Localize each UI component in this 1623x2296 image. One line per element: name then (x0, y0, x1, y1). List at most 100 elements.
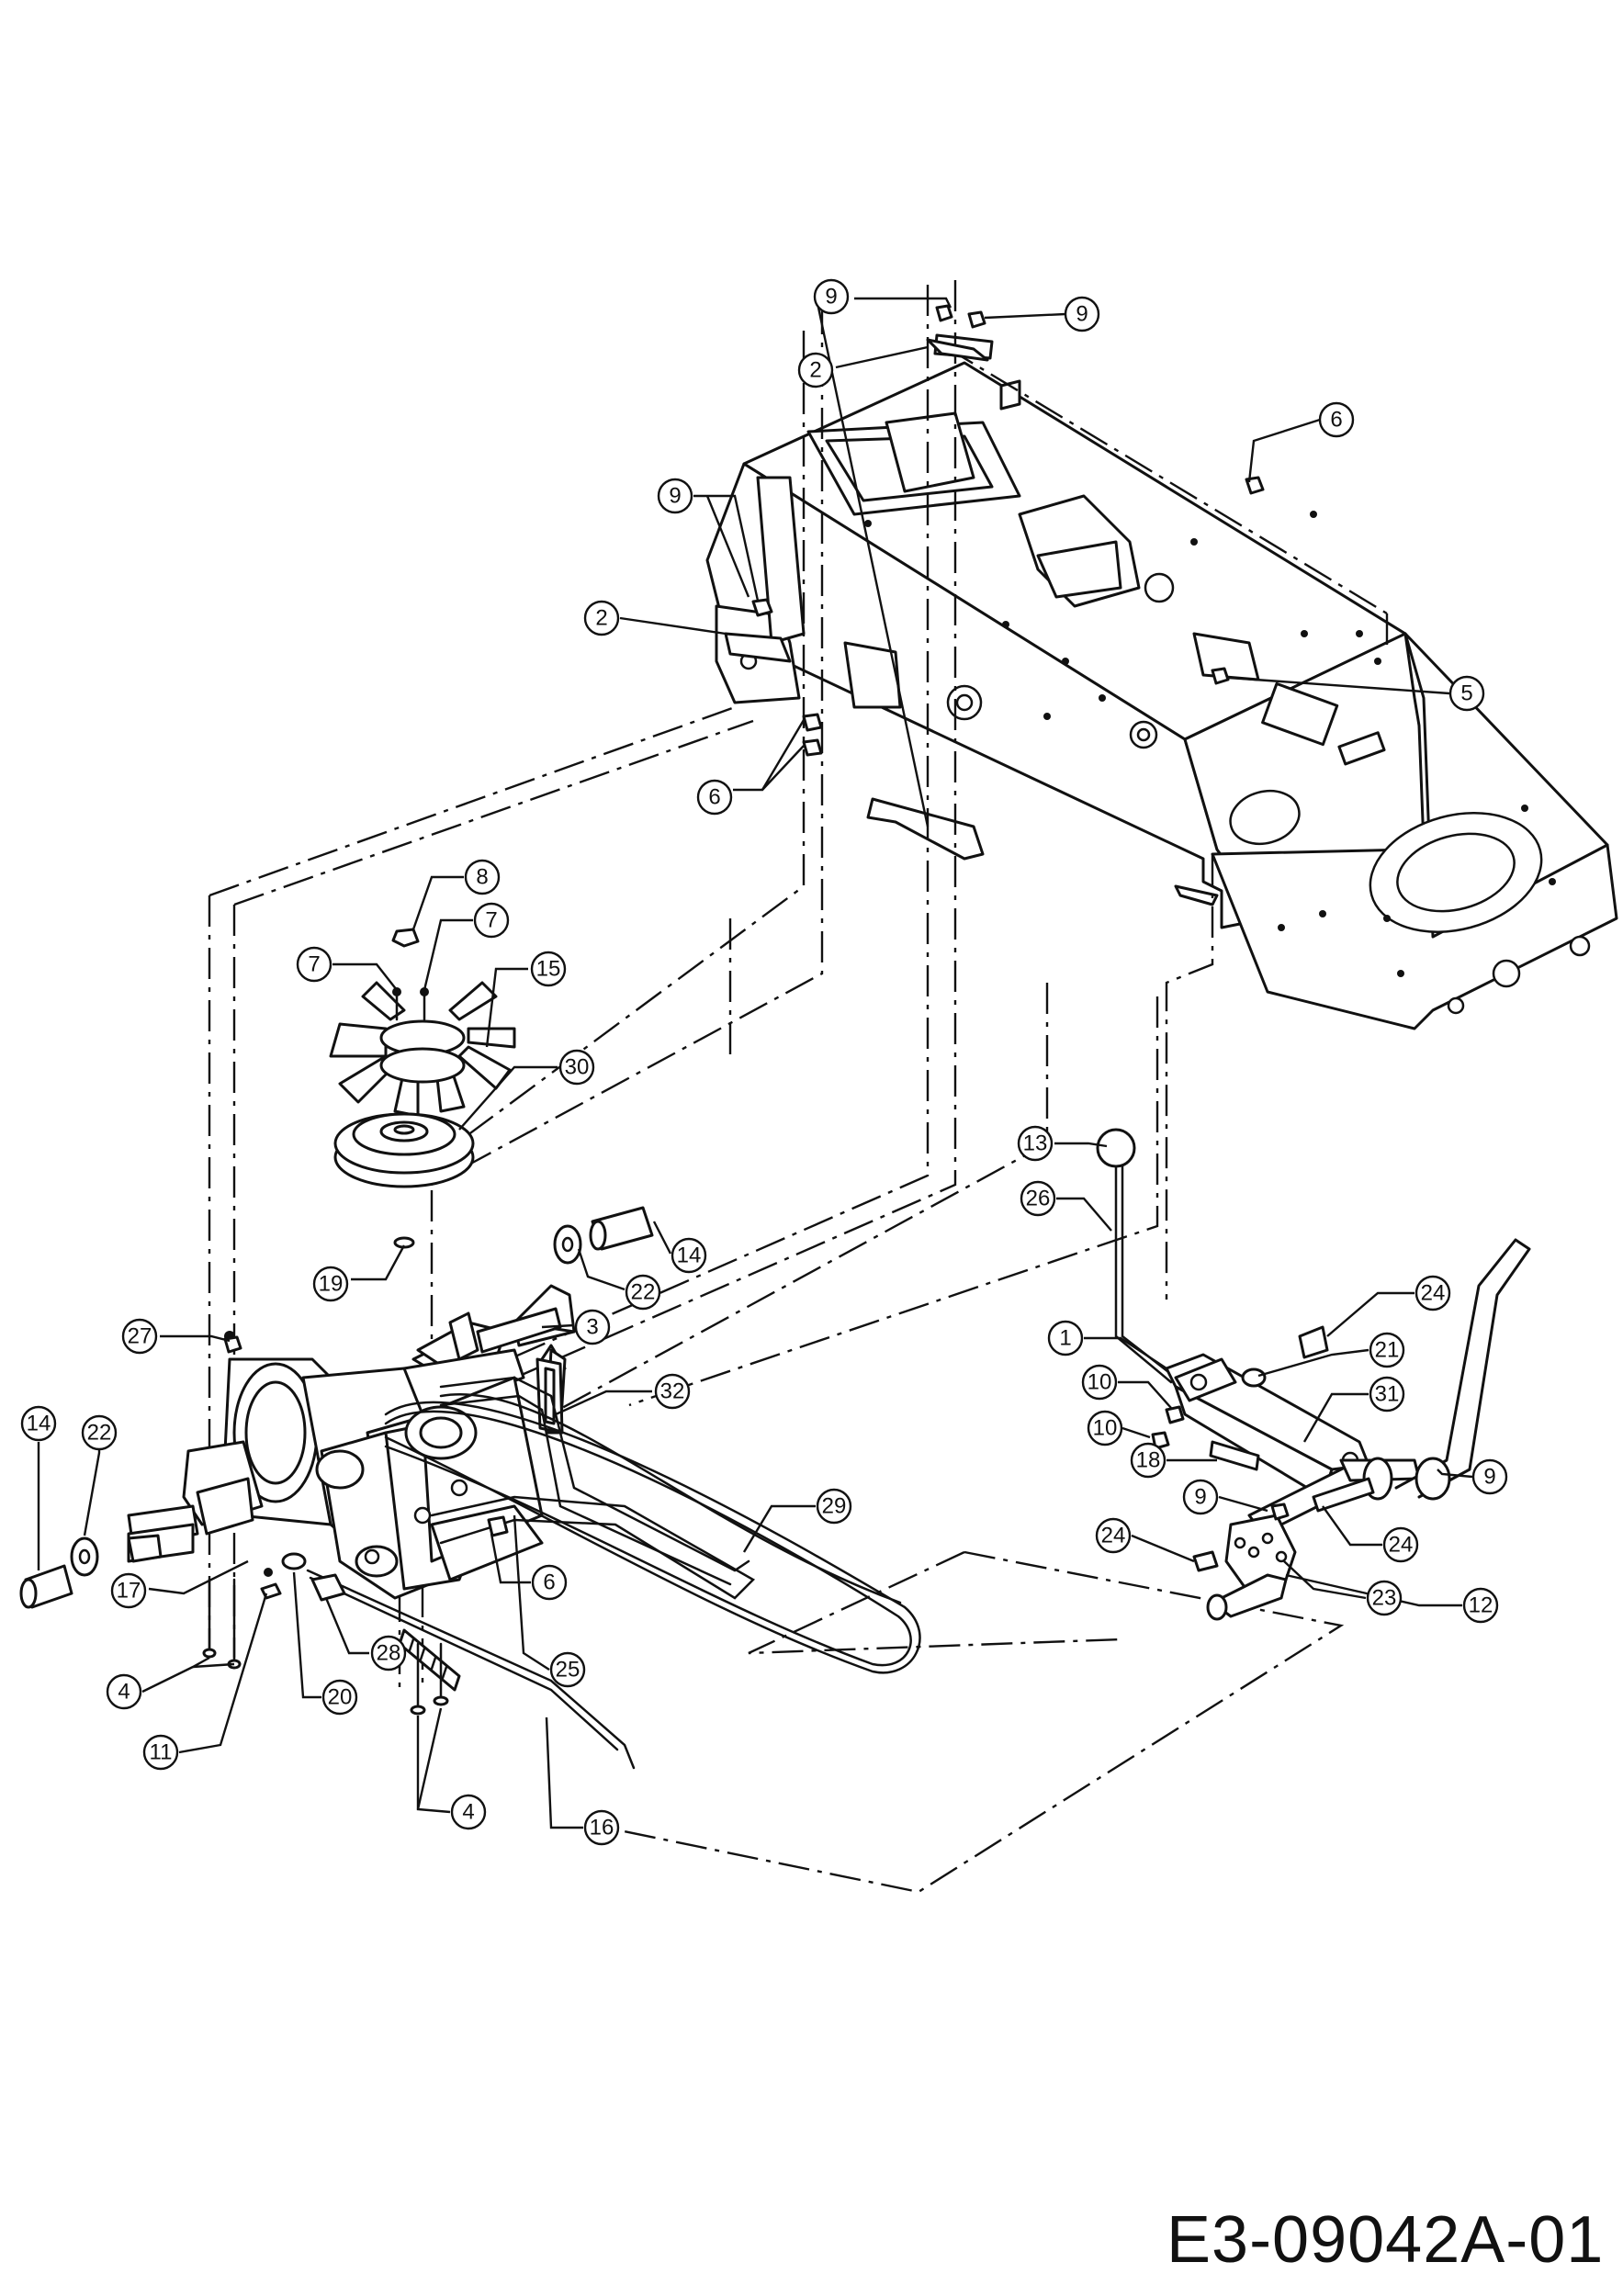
callout-label: 6 (708, 785, 720, 810)
callout-21: 21 (1369, 1332, 1405, 1368)
callout-22: 22 (625, 1274, 661, 1311)
callout-4: 4 (106, 1673, 142, 1710)
bolt-shaft (1312, 1477, 1375, 1513)
callout-label: 24 (1101, 1524, 1126, 1548)
axle-left (127, 1523, 195, 1563)
nut-6-top (1245, 476, 1265, 495)
nut-10-b (1151, 1431, 1170, 1450)
callout-label: 7 (485, 908, 497, 933)
callout-13: 13 (1017, 1125, 1054, 1162)
callout-1: 1 (1047, 1320, 1084, 1356)
lever-knob-13 (1096, 1128, 1136, 1168)
callout-label: 29 (822, 1494, 847, 1519)
nut-5 (1211, 667, 1230, 685)
bushing-14-left (19, 1564, 73, 1609)
callout-7: 7 (473, 902, 510, 939)
callout-25: 25 (549, 1651, 586, 1688)
callout-26: 26 (1020, 1180, 1056, 1217)
callout-label: 10 (1093, 1416, 1118, 1441)
callout-29: 29 (816, 1488, 852, 1525)
callout-2: 2 (797, 352, 834, 388)
callout-24: 24 (1414, 1275, 1451, 1311)
callout-label: 10 (1088, 1370, 1112, 1395)
callout-label: 30 (565, 1055, 590, 1080)
nut-10-a (1165, 1405, 1185, 1424)
nut-8 (391, 928, 420, 948)
nut-9-side (751, 598, 773, 617)
callout-24: 24 (1382, 1526, 1419, 1563)
nut-9-lower (1270, 1503, 1290, 1521)
callout-label: 26 (1026, 1187, 1051, 1211)
callout-5: 5 (1448, 675, 1485, 712)
callout-label: 32 (660, 1379, 685, 1404)
nut-6-lower-b (802, 738, 823, 757)
callout-label: 9 (1194, 1485, 1206, 1510)
shaft-12 (1206, 1573, 1288, 1621)
callout-12: 12 (1462, 1587, 1499, 1624)
callout-label: 24 (1389, 1533, 1414, 1558)
callout-9: 9 (1064, 296, 1100, 332)
transaxle (127, 1284, 576, 1600)
callout-18: 18 (1130, 1442, 1167, 1479)
callout-28: 28 (370, 1635, 407, 1671)
callout-label: 16 (590, 1816, 614, 1840)
brake-rod-16 (306, 1569, 636, 1770)
callout-9: 9 (813, 278, 850, 315)
callout-label: 9 (1076, 302, 1088, 327)
callout-label: 25 (556, 1658, 580, 1683)
callout-6: 6 (696, 779, 733, 816)
callout-label: 9 (669, 484, 681, 509)
callout-label: 14 (27, 1412, 51, 1436)
callout-label: 6 (1330, 408, 1342, 433)
clamp-plate-2-top (926, 338, 989, 362)
drive-belt-29 (384, 1393, 921, 1674)
callout-label: 8 (476, 865, 488, 890)
bolt-24-upper (1298, 1325, 1329, 1359)
shift-rod-upper (439, 1376, 750, 1586)
callout-label: 3 (586, 1315, 598, 1340)
callout-3: 3 (574, 1309, 611, 1345)
callout-label: 17 (117, 1579, 141, 1604)
callout-label: 1 (1059, 1326, 1071, 1351)
callout-15: 15 (530, 951, 567, 987)
chassis-frame (705, 333, 1618, 1030)
spacer-20 (281, 1552, 346, 1602)
callout-6: 6 (1318, 401, 1355, 438)
callout-17: 17 (110, 1572, 147, 1609)
nut-9-top-b (967, 310, 986, 329)
callout-19: 19 (312, 1266, 349, 1302)
callout-label: 2 (809, 358, 821, 383)
callout-11: 11 (142, 1734, 179, 1771)
callout-9: 9 (1182, 1479, 1219, 1515)
callout-label: 15 (536, 957, 561, 982)
callout-20: 20 (321, 1679, 358, 1716)
nut-9-top-a (935, 304, 953, 322)
callout-label: 18 (1136, 1448, 1161, 1473)
callout-label: 27 (128, 1324, 152, 1349)
callout-label: 19 (319, 1272, 344, 1297)
callout-32: 32 (654, 1373, 691, 1410)
callout-label: 21 (1375, 1338, 1400, 1363)
callout-label: 31 (1375, 1382, 1400, 1407)
callout-label: 9 (825, 285, 837, 310)
callout-10: 10 (1081, 1364, 1118, 1401)
callout-9: 9 (657, 478, 693, 514)
callout-label: 11 (150, 1740, 173, 1765)
pedal-arm-9 (1394, 1238, 1531, 1501)
callout-10: 10 (1087, 1410, 1123, 1446)
callout-label: 5 (1460, 681, 1472, 706)
callout-31: 31 (1369, 1376, 1405, 1412)
callout-label: 6 (543, 1570, 555, 1595)
drive-pulley (333, 1112, 475, 1188)
callout-30: 30 (558, 1049, 595, 1086)
callout-14: 14 (20, 1405, 57, 1442)
callout-27: 27 (121, 1318, 158, 1355)
washer-21 (1241, 1367, 1267, 1388)
cooling-fan (329, 981, 516, 1118)
callout-22: 22 (81, 1414, 118, 1451)
callout-2: 2 (583, 600, 620, 636)
callout-9: 9 (1471, 1458, 1508, 1495)
callout-label: 13 (1023, 1131, 1048, 1156)
callout-label: 7 (308, 952, 320, 977)
